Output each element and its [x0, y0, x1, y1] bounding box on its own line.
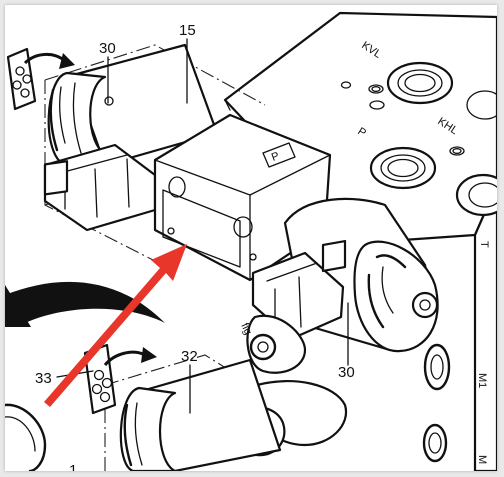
stamp-m1: M1: [476, 373, 488, 388]
phantom-outline-lower: [104, 354, 246, 471]
callout-15: 15: [179, 22, 196, 39]
rotation-arrow-lower: [103, 347, 157, 367]
rotation-arrow-top: [23, 53, 75, 69]
stamp-m-partial: M: [476, 455, 488, 464]
stamp-fig: fig: [238, 321, 254, 337]
solenoid-coil-right: [251, 197, 439, 353]
callout-32: 32: [181, 348, 198, 365]
red-pointer-arrow: [44, 244, 187, 407]
port-p: [369, 146, 437, 190]
bolt-hole: [168, 176, 186, 198]
port-mark-box: [262, 142, 296, 168]
manifold-block: KVL KHL P T M1 M: [223, 11, 497, 471]
threaded-holes: [340, 81, 465, 156]
rotation-arrow-left: [5, 281, 165, 327]
port-kvl: [386, 61, 454, 105]
knurled-knob: [411, 291, 439, 319]
port-right: [466, 90, 497, 120]
stamp-t: T: [478, 241, 490, 248]
callout-30-bottom: 30: [338, 364, 355, 381]
solenoid-coil-left: [43, 43, 219, 232]
port-mark-label: P: [270, 150, 281, 164]
bolt-hole: [233, 216, 253, 238]
drawing-frame: KVL KHL P T M1 M: [5, 5, 497, 471]
hydraulic-valve-diagram: KVL KHL P T M1 M: [5, 11, 497, 471]
partial-part-lower-left: [5, 403, 47, 471]
solenoid-coil-lower: [119, 358, 282, 471]
callout-33: 33: [35, 370, 52, 387]
callout-partial: 1: [69, 462, 77, 471]
seal-kit-top: [6, 47, 37, 111]
port-t: [455, 173, 497, 217]
port-m1: [423, 343, 451, 391]
port-lower: [422, 423, 448, 463]
callout-30-top: 30: [99, 40, 116, 57]
